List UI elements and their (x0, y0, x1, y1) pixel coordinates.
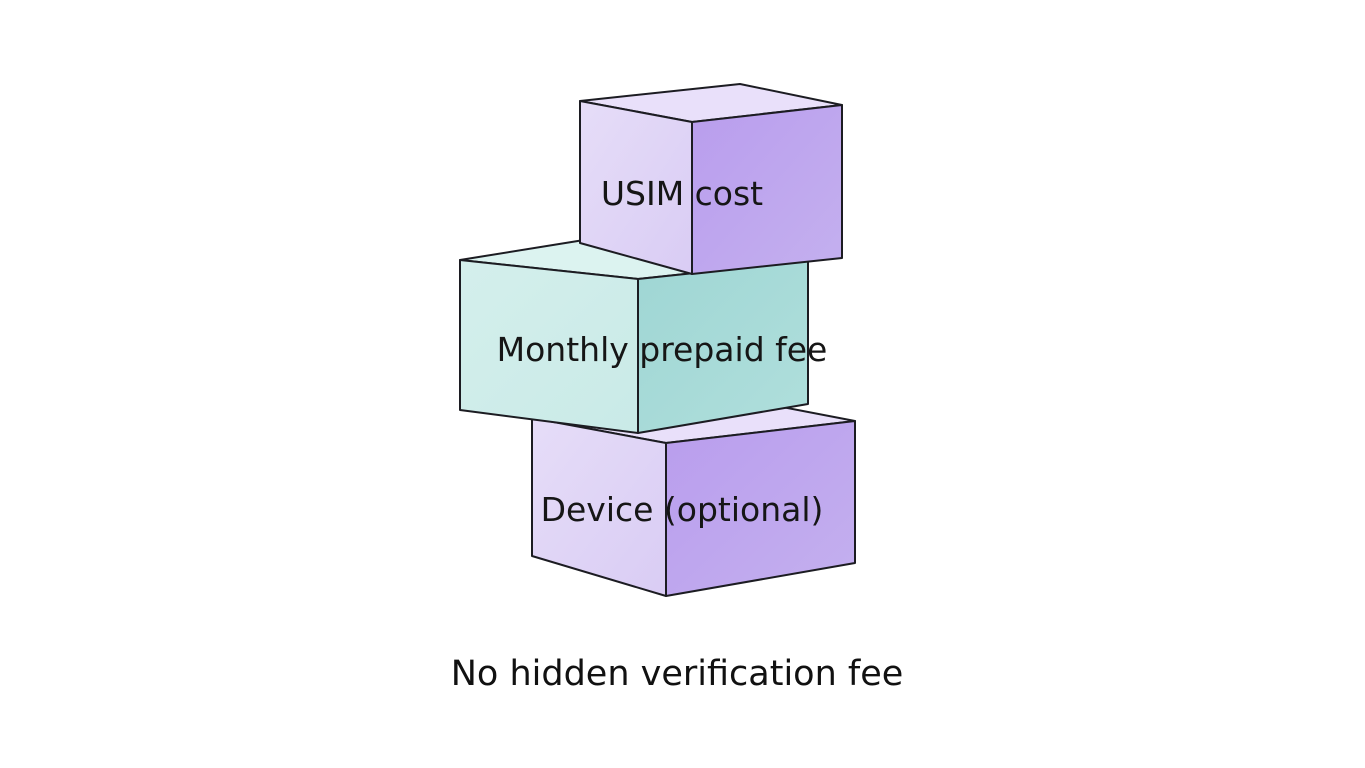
block-monthly-fee: Monthly prepaid fee (460, 240, 827, 433)
block-usim-label: USIM cost (601, 174, 763, 213)
block-usim: USIM cost (580, 84, 842, 274)
block-device: Device (optional) (532, 397, 855, 596)
block-device-label: Device (optional) (541, 490, 824, 529)
block-monthly-fee-label: Monthly prepaid fee (497, 330, 828, 369)
diagram-caption: No hidden verification fee (451, 654, 904, 694)
